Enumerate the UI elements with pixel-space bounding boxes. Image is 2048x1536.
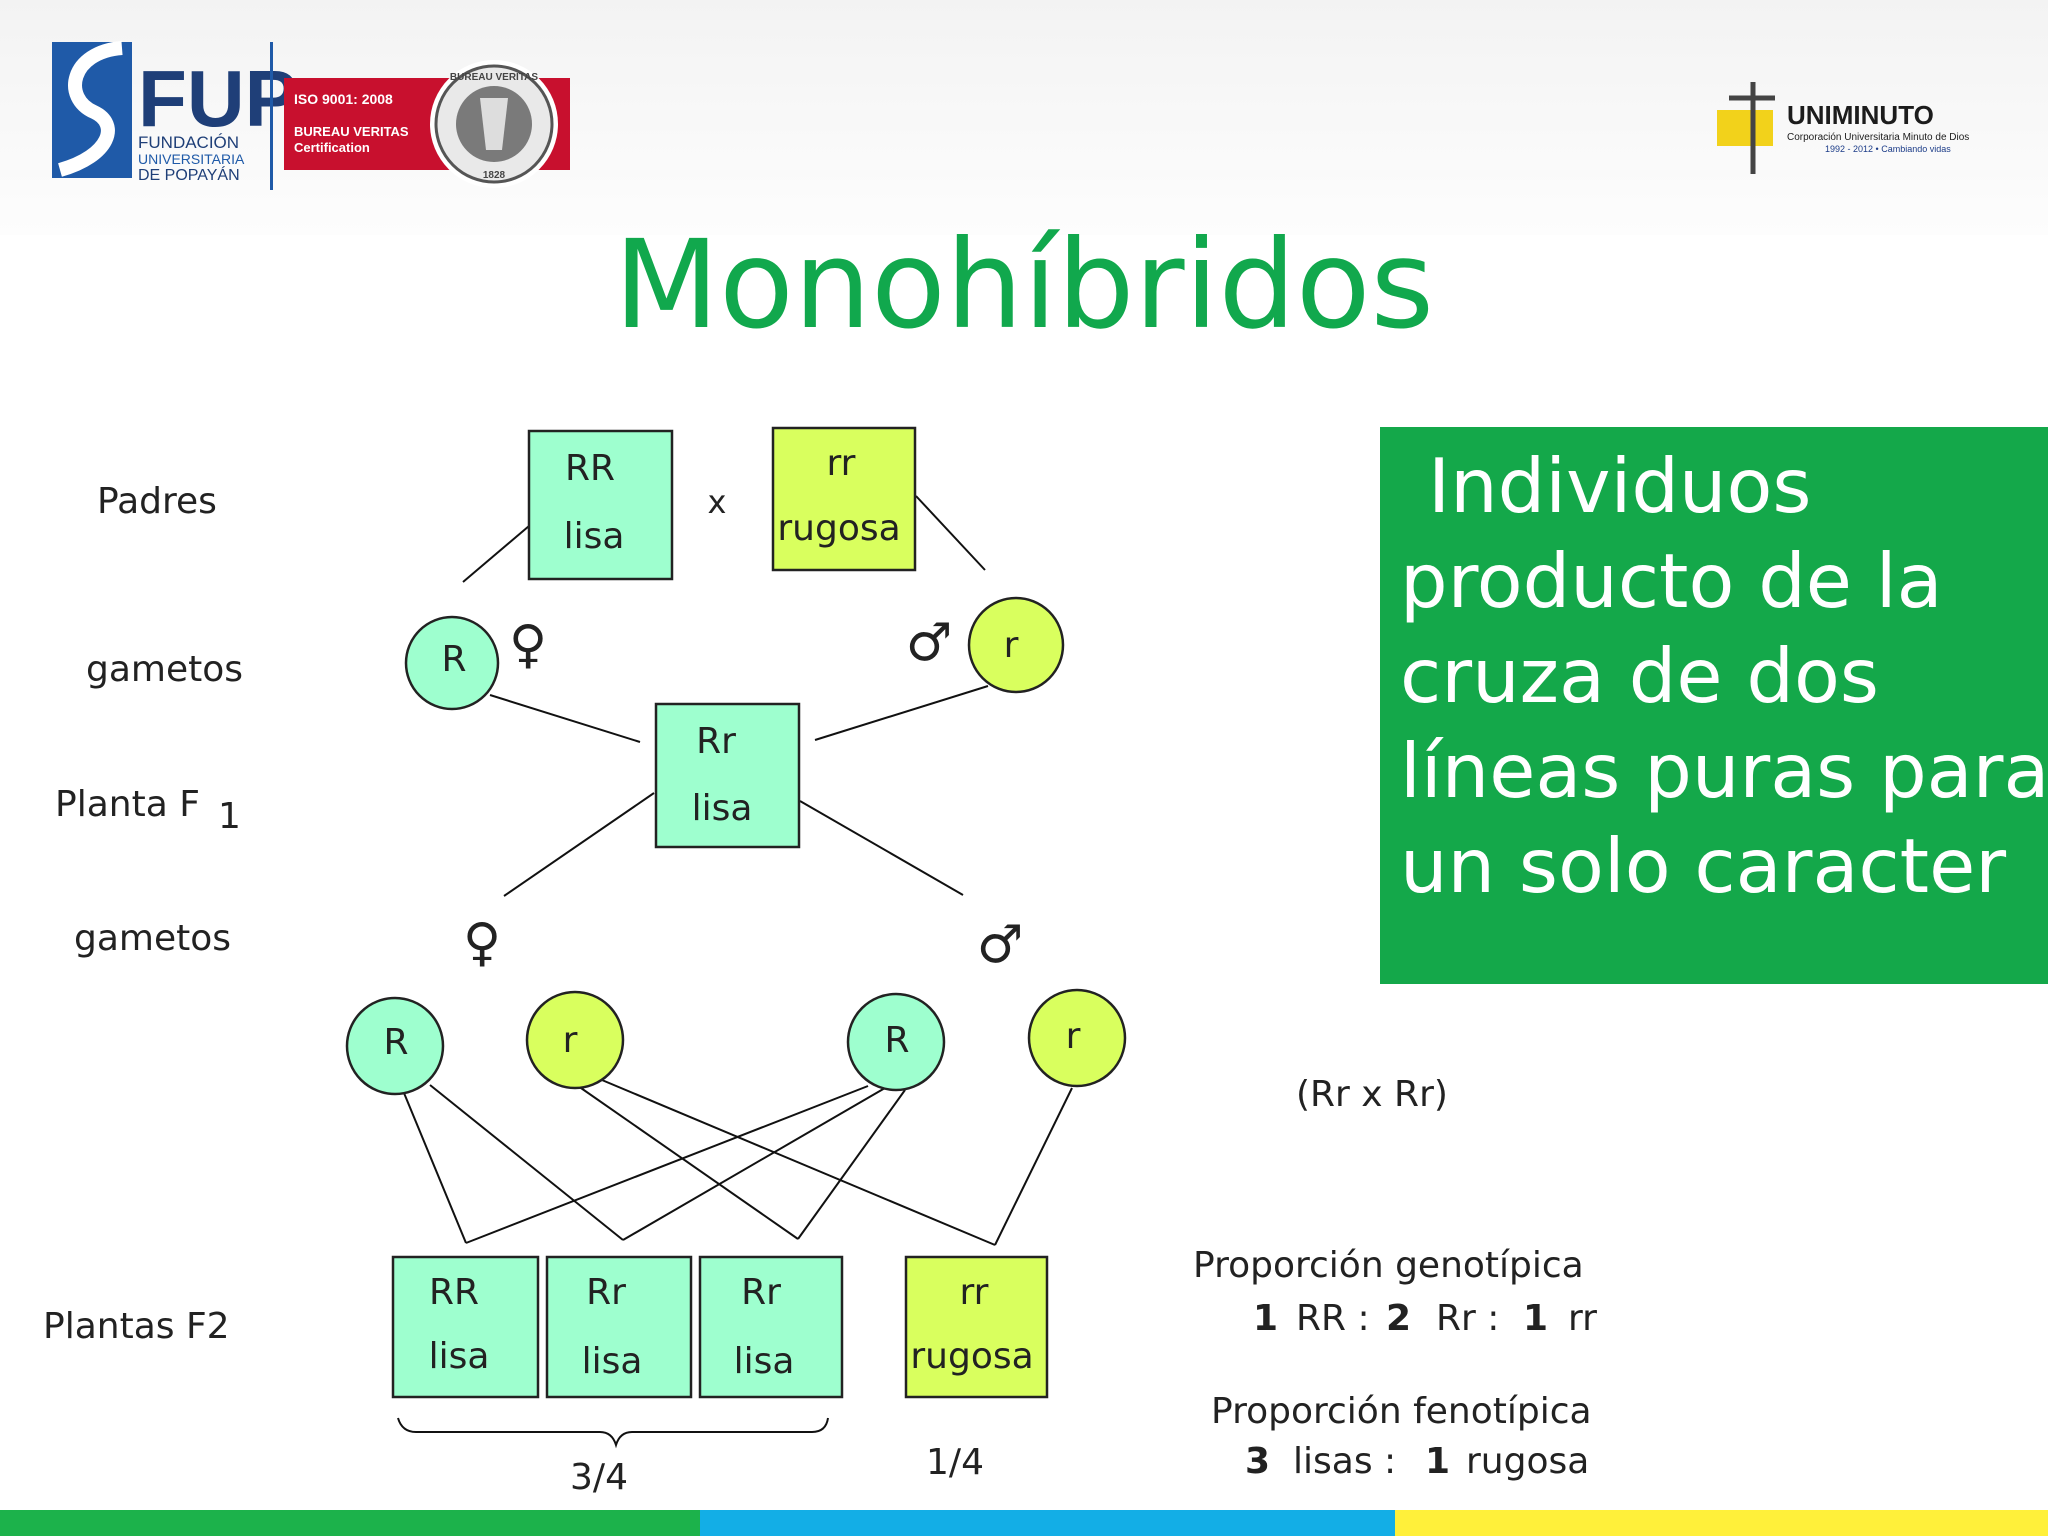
genotype-label: rr: [827, 443, 856, 484]
iso-line2: BUREAU VERITAS: [294, 124, 409, 139]
ratio-term: rugosa: [1466, 1441, 1589, 1482]
allele-label: R: [383, 1022, 408, 1063]
definition-line: Individuos: [1428, 442, 1812, 530]
label-padres: Padres: [97, 481, 217, 522]
logo-divider: [270, 42, 273, 190]
uniminuto-logo: UNIMINUTO Corporación Universitaria Minu…: [1717, 82, 1969, 174]
female-symbol-icon: ♀: [463, 913, 501, 973]
definition-box: Individuos producto de la cruza de dos l…: [1380, 427, 2048, 984]
allele-label: R: [884, 1020, 909, 1061]
f1-box-Rr: Rr lisa: [654, 702, 801, 849]
allele-label: r: [563, 1020, 578, 1061]
seal-text: BUREAU VERITAS: [450, 72, 538, 83]
definition-line: líneas puras para: [1400, 727, 2048, 815]
fup-line2: UNIVERSITARIA: [138, 151, 245, 167]
ratio-term: rr: [1568, 1298, 1597, 1339]
fup-letters: FUP: [138, 54, 298, 143]
gamete-circle-r: r: [967, 596, 1065, 694]
fup-line3: DE POPAYÁN: [138, 165, 240, 184]
phenotype-label: lisa: [734, 1341, 795, 1382]
uniminuto-emblem-icon: [1717, 82, 1775, 174]
f2-box-Rr: Rr lisa: [545, 1255, 693, 1399]
label-gametos-2: gametos: [74, 918, 231, 959]
allele-label: r: [1066, 1016, 1081, 1057]
seal-year: 1828: [483, 170, 506, 181]
ratio-term: lisas :: [1293, 1441, 1396, 1482]
label-gametos-1: gametos: [86, 649, 243, 690]
bureau-veritas-seal: BUREAU VERITAS 1828: [430, 60, 558, 188]
phenotype-label: lisa: [429, 1336, 490, 1377]
gamete-circle-R: R: [345, 996, 445, 1096]
phenotype-label: rugosa: [777, 508, 900, 549]
ratio-number: 2: [1386, 1298, 1411, 1339]
male-symbol-icon: ♂: [977, 915, 1024, 975]
iso-line1: ISO 9001: 2008: [294, 91, 393, 107]
fraction-dominant: 3/4: [570, 1457, 628, 1498]
genotype-label: Rr: [741, 1272, 781, 1313]
phenotypic-ratio: 3 lisas : 1 rugosa: [1245, 1441, 1589, 1482]
f2-box-RR: RR lisa: [391, 1255, 540, 1399]
ratio-number: 1: [1523, 1298, 1548, 1339]
dominant-bracket: [397, 1417, 829, 1449]
parent-box-rr: rr rugosa: [771, 426, 917, 572]
phenotype-label: lisa: [692, 788, 753, 829]
bottom-color-bar: [0, 1510, 2048, 1536]
ratio-number: 3: [1245, 1441, 1270, 1482]
monohybrid-cross-diagram: Padres gametos Planta F 1 gametos Planta…: [43, 426, 1597, 1498]
uni-line1: Corporación Universitaria Minuto de Dios: [1787, 132, 1969, 143]
genotypic-ratio-label: Proporción genotípica: [1193, 1245, 1584, 1286]
label-plantas-f2: Plantas F2: [43, 1306, 230, 1347]
phenotypic-ratio-label: Proporción fenotípica: [1211, 1391, 1592, 1432]
cross-lines: [403, 495, 1073, 1246]
f2-box-rr: rr rugosa: [904, 1255, 1049, 1399]
definition-line: un solo caracter: [1400, 822, 2007, 910]
definition-line: cruza de dos: [1400, 632, 1879, 720]
fup-emblem-icon: [52, 41, 132, 178]
iso-line3: Certification: [294, 140, 370, 155]
parent-box-RR: RR lisa: [527, 429, 674, 581]
female-symbol-icon: ♀: [509, 615, 547, 675]
phenotype-label: lisa: [564, 516, 625, 557]
gamete-circle-r: r: [1027, 988, 1127, 1088]
genotype-label: Rr: [696, 721, 736, 762]
definition-line: producto de la: [1400, 537, 1943, 625]
genotype-label: RR: [565, 448, 615, 489]
ratio-term: RR :: [1296, 1298, 1370, 1339]
fraction-recessive: 1/4: [926, 1442, 984, 1483]
phenotype-label: rugosa: [910, 1336, 1033, 1377]
f2-box-Rr: Rr lisa: [698, 1255, 844, 1399]
fup-line1: FUNDACIÓN: [138, 133, 239, 152]
phenotype-label: lisa: [582, 1341, 643, 1382]
uni-name: UNIMINUTO: [1787, 100, 1934, 130]
uni-line2: 1992 - 2012 • Cambiando vidas: [1825, 144, 1951, 154]
allele-label: r: [1004, 625, 1019, 666]
cross-note: (Rr x Rr): [1296, 1074, 1448, 1115]
bar-segment-blue: [700, 1510, 1395, 1536]
ratio-number: 1: [1425, 1441, 1450, 1482]
bar-segment-green: [0, 1510, 700, 1536]
genotypic-ratio: 1 RR : 2 Rr : 1 rr: [1253, 1298, 1597, 1339]
gamete-circle-R: R: [404, 615, 500, 711]
genotype-label: RR: [429, 1272, 479, 1313]
ratio-number: 1: [1253, 1298, 1278, 1339]
gamete-circle-R: R: [846, 992, 946, 1092]
fup-logo: FUP FUNDACIÓN UNIVERSITARIA DE POPAYÁN I…: [52, 41, 570, 190]
genotype-label: rr: [960, 1272, 989, 1313]
allele-label: R: [441, 639, 466, 680]
ratio-term: Rr :: [1436, 1298, 1499, 1339]
slide-title: Monohíbridos: [613, 214, 1435, 356]
bar-segment-yellow: [1395, 1510, 2048, 1536]
label-planta-f1: Planta F: [55, 784, 200, 825]
male-symbol-icon: ♂: [906, 613, 953, 673]
cross-symbol: x: [708, 483, 727, 521]
label-planta-f1-sub: 1: [218, 796, 241, 837]
gamete-circle-r: r: [525, 990, 625, 1090]
genotype-label: Rr: [586, 1272, 626, 1313]
